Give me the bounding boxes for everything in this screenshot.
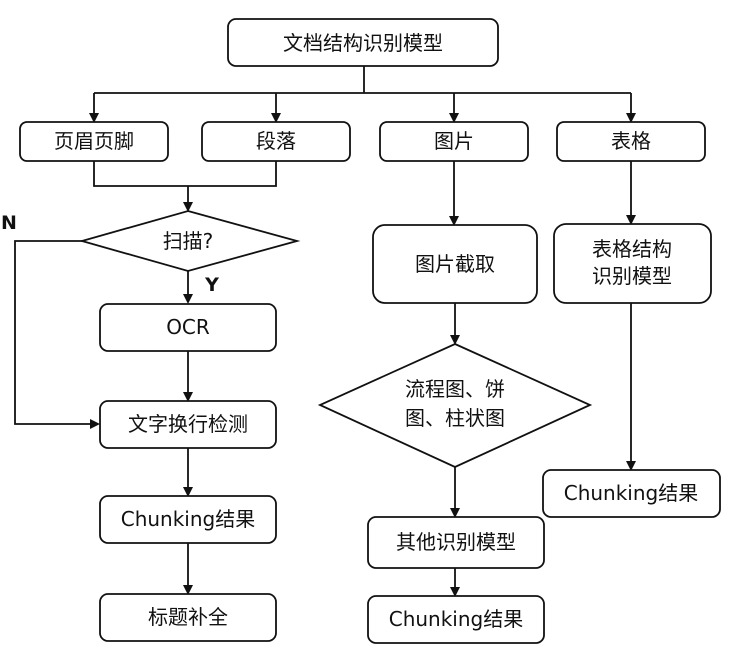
node-chart-type-label-line1: 流程图、饼 — [405, 377, 505, 401]
node-paragraph: 段落 — [201, 121, 351, 162]
node-image: 图片 — [379, 121, 529, 162]
node-ocr: OCR — [99, 303, 277, 352]
node-chunk-left-label: Chunking结果 — [121, 507, 256, 531]
node-other-model: 其他识别模型 — [367, 516, 545, 569]
node-root-label: 文档结构识别模型 — [283, 31, 443, 55]
node-table: 表格 — [556, 121, 706, 162]
node-chunk-mid-label: Chunking结果 — [389, 607, 524, 631]
node-image-crop: 图片截取 — [372, 224, 538, 304]
node-wrap-detect: 文字换行检测 — [99, 400, 277, 449]
node-chunk-left: Chunking结果 — [99, 495, 277, 544]
node-chart-type-decision: 流程图、饼 图、柱状图 — [317, 343, 593, 468]
edge-label-no: N — [1, 212, 17, 234]
node-wrap-detect-label: 文字换行检测 — [128, 412, 248, 436]
node-title-fill: 标题补全 — [99, 593, 277, 642]
edges — [14, 66, 636, 597]
node-chunk-right: Chunking结果 — [542, 469, 721, 518]
node-image-crop-label: 图片截取 — [415, 252, 495, 276]
node-root: 文档结构识别模型 — [227, 18, 499, 67]
node-table-label: 表格 — [611, 129, 651, 153]
node-image-label: 图片 — [434, 129, 474, 153]
node-table-model-label-line2: 识别模型 — [592, 264, 672, 288]
node-title-fill-label: 标题补全 — [148, 605, 228, 629]
node-paragraph-label: 段落 — [256, 129, 296, 153]
node-table-model: 表格结构 识别模型 — [553, 223, 712, 304]
node-scan-label: 扫描? — [163, 229, 214, 253]
node-table-model-label-line1: 表格结构 — [592, 237, 672, 261]
node-chunk-mid: Chunking结果 — [367, 595, 545, 644]
node-other-model-label: 其他识别模型 — [396, 530, 516, 554]
edge-header-footer-merge — [93, 161, 277, 187]
node-header-footer: 页眉页脚 — [19, 121, 169, 162]
node-chart-type-label-line2: 图、柱状图 — [405, 406, 505, 430]
node-header-footer-label: 页眉页脚 — [54, 129, 134, 153]
node-chunk-right-label: Chunking结果 — [564, 481, 699, 505]
edge-scan-no-to-wrap — [14, 240, 100, 429]
node-scan-decision: 扫描? — [78, 210, 301, 272]
node-ocr-label: OCR — [166, 315, 210, 339]
edge-label-yes: Y — [204, 274, 219, 296]
